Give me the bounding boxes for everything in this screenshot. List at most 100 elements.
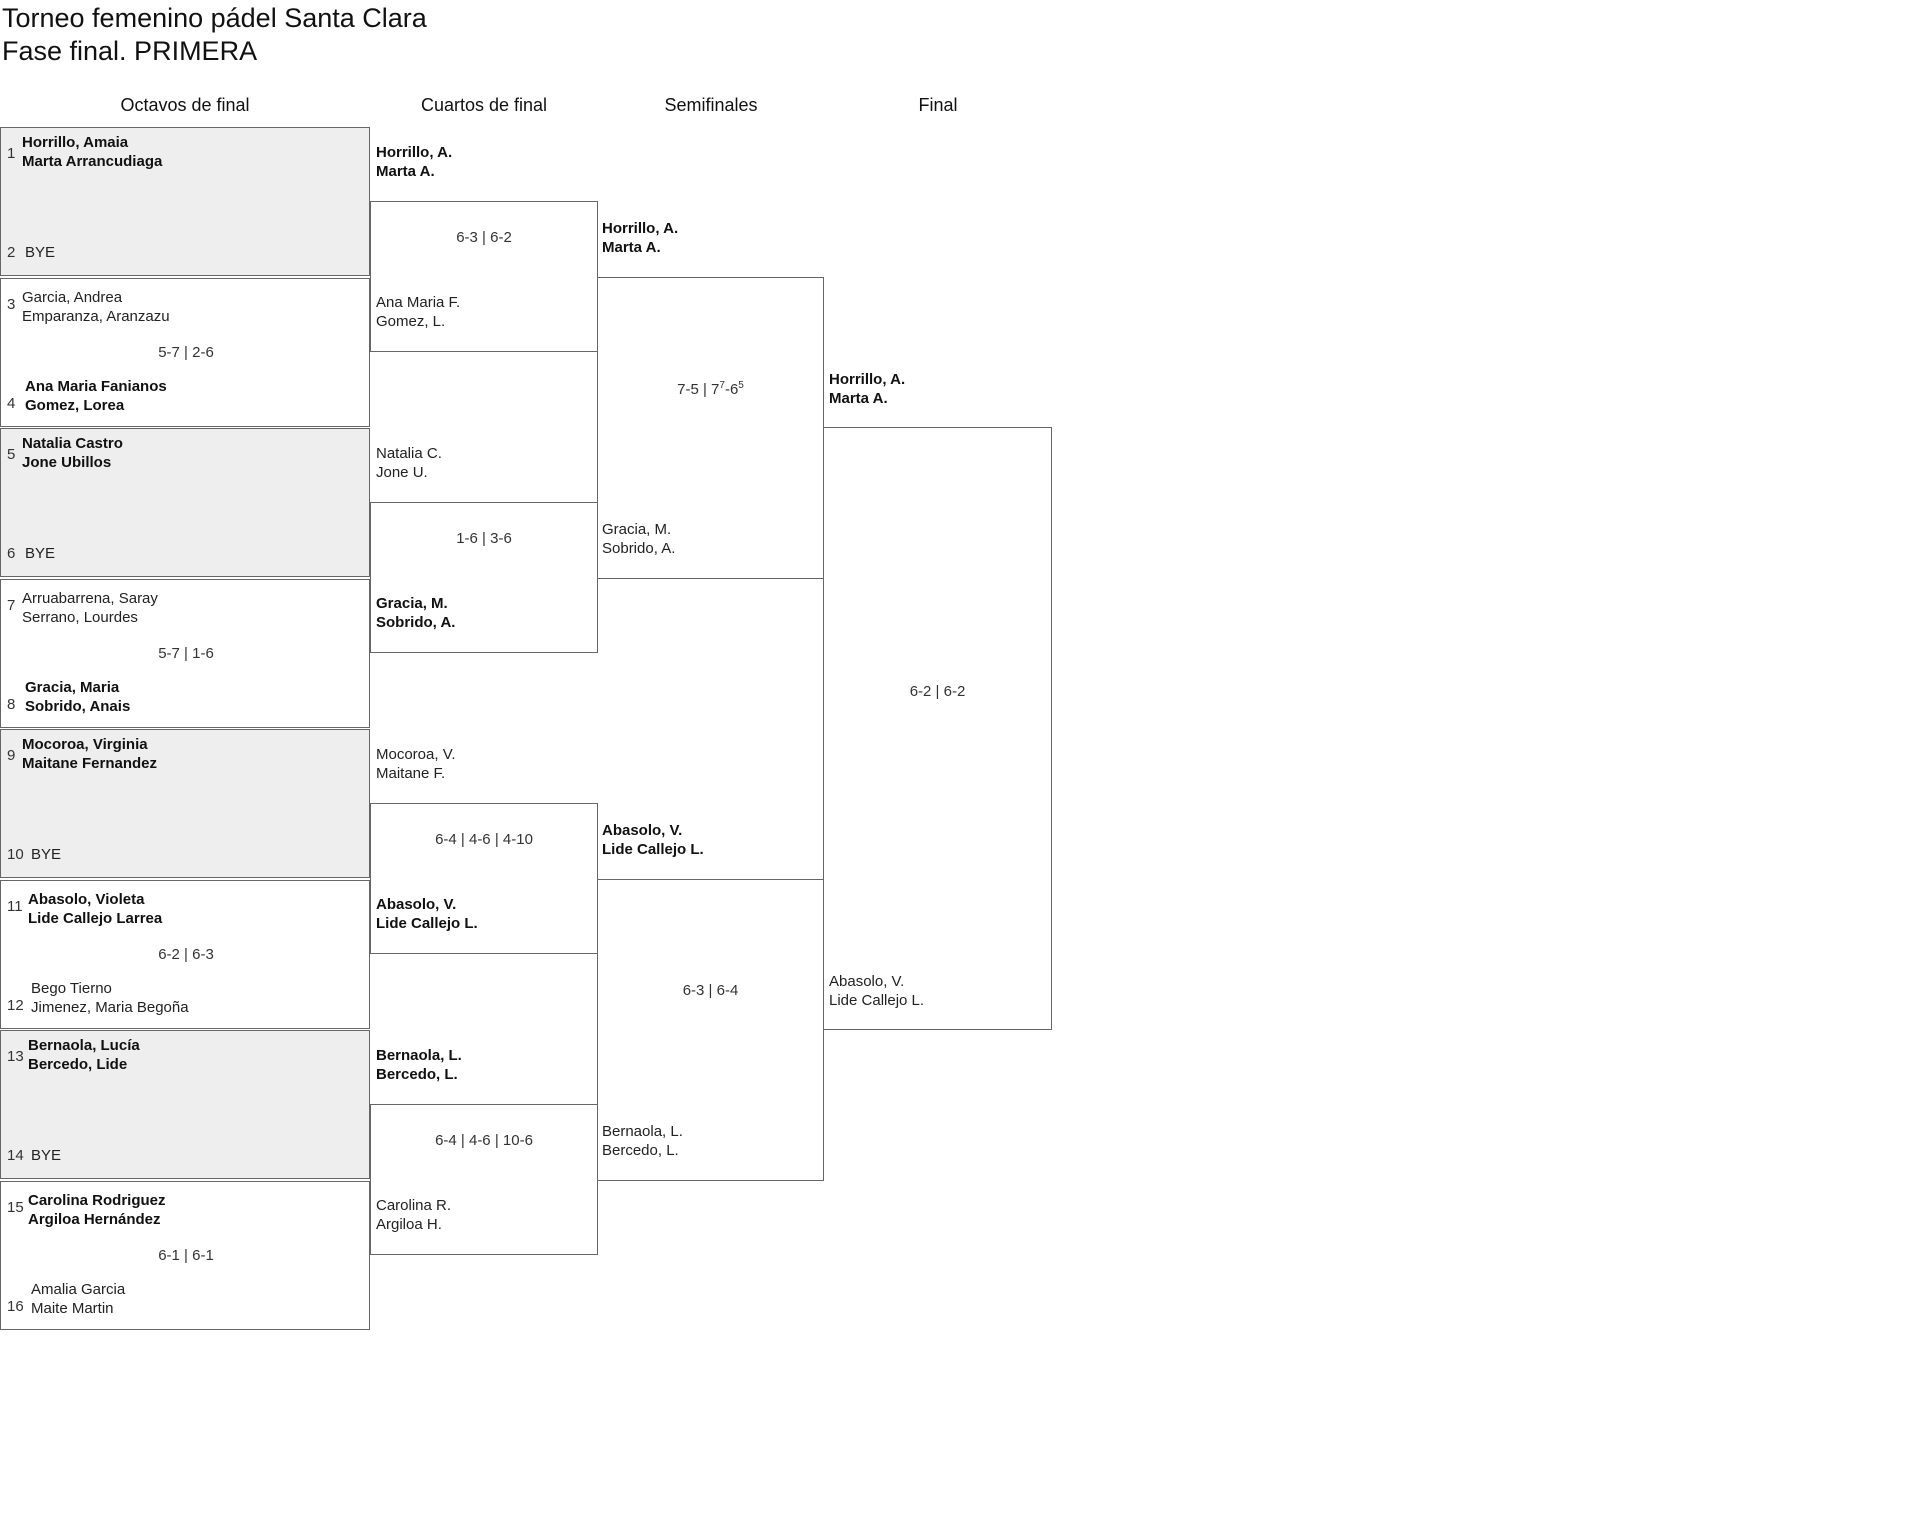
player-name: BYE [31,846,62,863]
cuartos-connector [370,803,598,954]
player-name: Natalia Castro [22,435,123,452]
team-entry[interactable]: BYE [25,544,55,563]
player-name: Ana Maria Fanianos [25,377,167,395]
team-entry[interactable]: Gracia, M.Sobrido, A. [602,520,675,558]
player-name: Emparanza, Aranzazu [22,307,170,325]
player-name: Jone U. [376,464,428,481]
player-name: Arruabarrena, Saray [22,589,158,607]
match-score: 6-3 | 6-2 [456,229,512,246]
player-name: Horrillo, A. [602,220,679,237]
seed-number: 4 [7,394,16,412]
seed-number: 12 [7,996,24,1014]
seed-number: 15 [7,1198,24,1216]
player-name: Serrano, Lourdes [22,608,138,626]
player-name: Marta Arrancudiaga [22,153,163,170]
match-score: 5-7 | 2-6 [158,343,214,361]
seed-number: 13 [7,1048,24,1065]
team-entry[interactable]: Abasolo, V. Lide Callejo L. [376,895,478,933]
match-score: 6-2 | 6-2 [909,683,966,700]
player-name: Lide Callejo L. [829,992,925,1009]
round-header-octavos: Octavos de final [120,95,250,115]
match-score: 6-4 | 4-6 | 10-6 [435,1132,533,1149]
match-score: 1-6 | 3-6 [456,530,512,547]
tournament-title: Torneo femenino pádel Santa Clara [2,3,427,33]
player-name: Maitane F. [376,765,446,782]
match-score: 5-7 | 1-6 [158,644,214,662]
player-name: Lide Callejo L. [376,915,478,932]
seed-number: 7 [7,596,16,614]
player-name: Gracia, M. [376,595,448,612]
player-name: Mocoroa, V. [376,746,456,763]
team-entry[interactable]: BYE [31,845,61,864]
team-entry[interactable]: Bernaola, L.Bercedo, L. [376,1046,462,1084]
team-entry[interactable]: Horrillo, A.Marta A. [829,370,905,408]
team-entry[interactable]: Mocoroa, V. Maitane F. [376,745,456,783]
team-entry[interactable]: Carolina R. Argiloa H. [376,1196,451,1234]
player-name: BYE [25,244,56,261]
seed-number: 1 [7,145,16,162]
seed-number: 3 [7,295,16,313]
team-entry[interactable]: Abasolo, V.Lide Callejo L. [602,821,704,859]
round-header-semis: Semifinales [664,95,758,115]
player-name: Bernaola, Lucía [28,1037,140,1054]
player-name: Garcia, Andrea [22,288,123,306]
player-name: BYE [31,1147,62,1164]
player-name: Horrillo, Amaia [22,134,129,151]
team-entry[interactable]: Horrillo, A. Marta A. [602,219,678,257]
player-name: Abasolo, Violeta [28,890,145,908]
player-name: Abasolo, V. [376,896,457,913]
seed-number: 16 [7,1297,24,1315]
player-name: Gomez, Lorea [25,396,125,414]
seed-number: 5 [7,446,16,463]
player-name: Abasolo, V. [829,973,905,990]
player-name: Marta A. [376,163,435,180]
player-name: Sobrido, Anais [25,697,131,715]
player-name: Horrillo, A. [829,371,906,388]
player-name: Ana Maria F. [376,294,461,311]
seed-number: 10 [7,846,24,863]
round-header-final: Final [918,95,958,115]
player-name: Lide Callejo Larrea [28,909,163,927]
match-score: 7-5 | 77-65 [677,380,744,398]
player-name: Sobrido, A. [602,540,676,557]
player-name: Lide Callejo L. [602,841,704,858]
player-name: Bernaola, L. [376,1047,462,1064]
team-entry[interactable]: BYE [25,243,55,262]
team-entry[interactable]: Horrillo, A.Marta A. [376,143,452,181]
player-name: Bernaola, L. [602,1123,683,1140]
phase-subtitle: Fase final. PRIMERA [2,36,258,66]
team-entry[interactable]: Abasolo, V. Lide Callejo L. [829,972,924,1010]
team-entry[interactable]: BYE [31,1146,61,1165]
player-name: Mocoroa, Virginia [22,736,148,753]
seed-number: 8 [7,695,16,713]
team-entry[interactable]: Bernaola, L.Bercedo, L. [602,1122,683,1160]
team-entry[interactable]: Natalia C.Jone U. [376,444,442,482]
player-name: Marta A. [602,239,661,256]
player-name: Argiloa H. [376,1216,442,1233]
semis-connector [597,879,824,1181]
team-entry[interactable]: Ana Maria F.Gomez, L. [376,293,460,331]
player-name: Bercedo, Lide [28,1056,128,1073]
player-name: Jone Ubillos [22,454,112,471]
player-name: Amalia Garcia [31,1280,126,1298]
team-entry[interactable]: Gracia, M.Sobrido, A. [376,594,455,632]
player-name: Carolina R. [376,1197,452,1214]
